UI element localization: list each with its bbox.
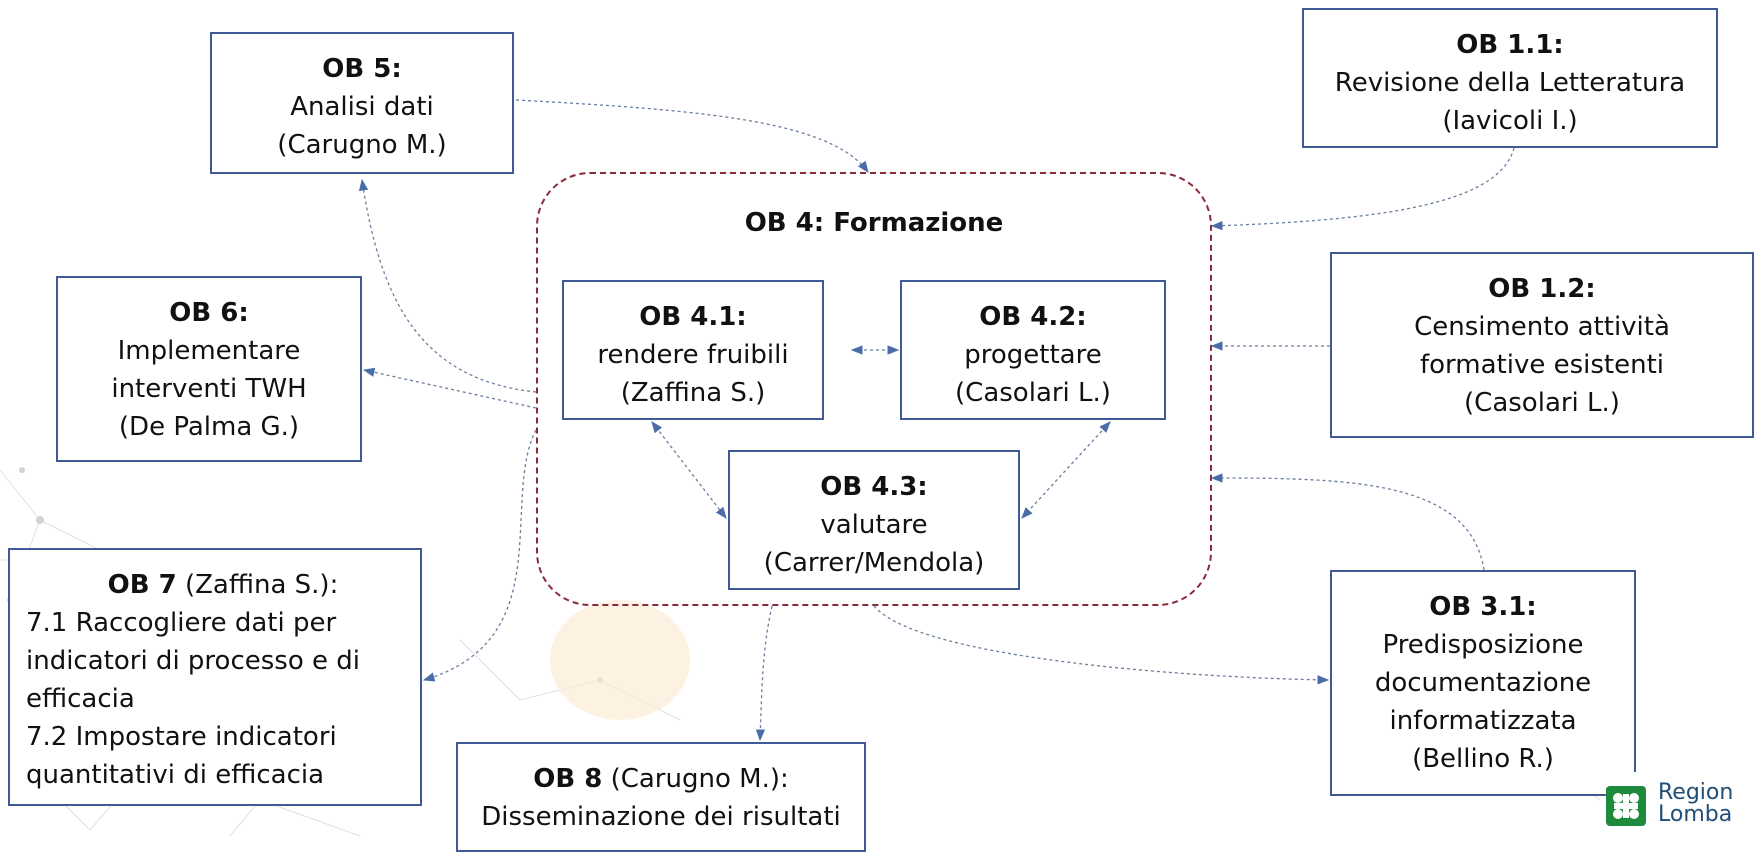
ob6-line3: (De Palma G.)	[118, 412, 300, 442]
ob11-line1: Revisione della Letteratura	[1334, 68, 1686, 98]
ob8-title: OB 8	[533, 764, 603, 794]
ob7-box: OB 7 (Zaffina S.): 7.1 Raccogliere dati …	[8, 548, 422, 806]
ob6-line2: interventi TWH	[111, 374, 307, 404]
rose-camuna-icon	[1606, 786, 1646, 826]
logo-text-line2: Lomba	[1658, 802, 1733, 827]
logo-text: Region Lomba	[1658, 782, 1733, 826]
ob12-line1: Censimento attività	[1414, 312, 1670, 342]
ob7-line4: 7.2 Impostare indicatori	[26, 722, 337, 752]
ob43-line1: valutare	[820, 510, 928, 540]
ob41-line2: (Zaffina S.)	[620, 378, 766, 408]
ob8-line1: Disseminazione dei risultati	[481, 802, 841, 832]
ob8-owner: (Carugno M.):	[602, 764, 789, 794]
ob6-line1: Implementare	[117, 336, 301, 366]
ob7-line2: indicatori di processo e di	[26, 646, 361, 676]
ob42-line2: (Casolari L.)	[955, 378, 1111, 408]
ob7-title: OB 7	[107, 570, 177, 600]
ob5-box: OB 5: Analisi dati (Carugno M.)	[210, 32, 514, 174]
ob43-title: OB 4.3:	[820, 472, 928, 502]
ob12-line2: formative esistenti	[1419, 350, 1665, 380]
ob31-line1: Predisposizione	[1382, 630, 1584, 660]
ob41-title: OB 4.1:	[639, 302, 747, 332]
ob43-line2: (Carrer/Mendola)	[763, 548, 985, 578]
ob43-box: OB 4.3: valutare (Carrer/Mendola)	[728, 450, 1020, 590]
ob8-title-line: OB 8 (Carugno M.):	[458, 760, 864, 798]
ob5-title: OB 5:	[322, 54, 402, 84]
ob7-owner: (Zaffina S.):	[176, 570, 339, 600]
ob7-title-line: OB 7 (Zaffina S.):	[26, 566, 420, 604]
ob11-line2: (Iavicoli I.)	[1442, 106, 1578, 136]
ob8-box: OB 8 (Carugno M.): Disseminazione dei ri…	[456, 742, 866, 852]
ob7-line3: efficacia	[26, 684, 135, 714]
ob5-line1: Analisi dati	[290, 92, 434, 122]
ob11-title: OB 1.1:	[1456, 30, 1564, 60]
regione-lombardia-logo: Region Lomba	[1606, 772, 1755, 836]
ob12-title: OB 1.2:	[1488, 274, 1596, 304]
ob11-box: OB 1.1: Revisione della Letteratura (Iav…	[1302, 8, 1718, 148]
ob41-line1: rendere fruibili	[597, 340, 789, 370]
ob31-line2: documentazione	[1374, 668, 1592, 698]
ob31-line3: informatizzata	[1389, 706, 1577, 736]
ob42-title: OB 4.2:	[979, 302, 1087, 332]
ob6-title: OB 6:	[169, 298, 249, 328]
ob6-box: OB 6: Implementare interventi TWH (De Pa…	[56, 276, 362, 462]
ob31-title: OB 3.1:	[1429, 592, 1537, 622]
ob7-line1: 7.1 Raccogliere dati per	[26, 608, 337, 638]
ob12-box: OB 1.2: Censimento attività formative es…	[1330, 252, 1754, 438]
ob41-box: OB 4.1: rendere fruibili (Zaffina S.)	[562, 280, 824, 420]
ob31-line4: (Bellino R.)	[1412, 744, 1554, 774]
ob31-box: OB 3.1: Predisposizione documentazione i…	[1330, 570, 1636, 796]
ob42-box: OB 4.2: progettare (Casolari L.)	[900, 280, 1166, 420]
ob4-group-title: OB 4: Formazione	[744, 208, 1004, 238]
ob12-line3: (Casolari L.)	[1464, 388, 1620, 418]
ob5-line2: (Carugno M.)	[277, 130, 447, 160]
ob42-line1: progettare	[964, 340, 1102, 370]
ob7-line5: quantitativi di efficacia	[26, 760, 325, 790]
logo-text-line1: Region	[1658, 780, 1734, 805]
ob4-group-container	[536, 172, 1212, 606]
